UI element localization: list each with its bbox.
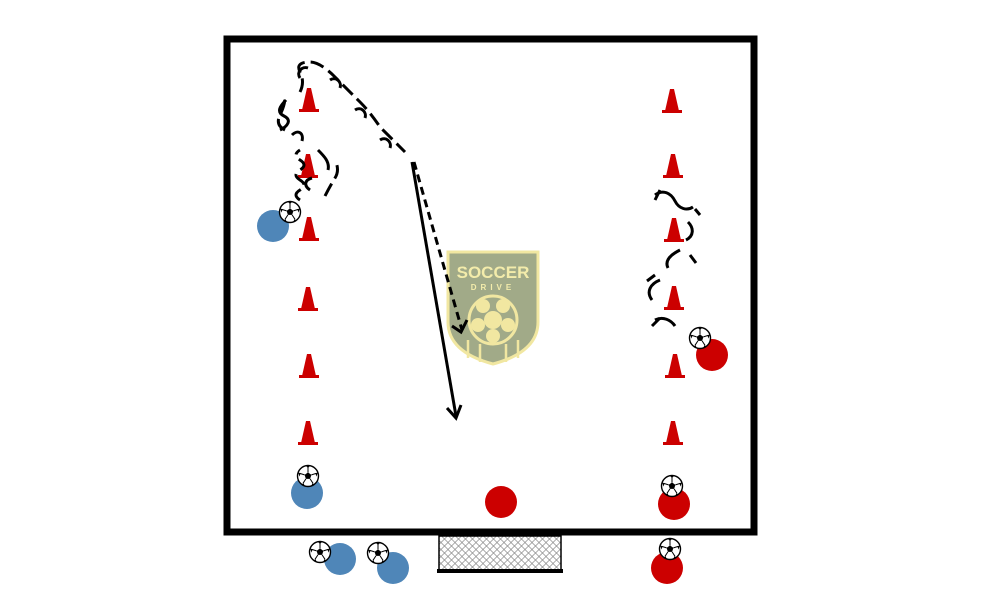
player-icon bbox=[651, 552, 683, 584]
dribble-path-left-squiggle bbox=[278, 66, 392, 192]
cone-icon bbox=[299, 88, 319, 112]
player-icon bbox=[485, 486, 517, 518]
cone-icon bbox=[663, 421, 683, 445]
cone-icon bbox=[664, 286, 684, 310]
cone-icon bbox=[299, 217, 319, 241]
player-icon bbox=[291, 477, 323, 509]
goal-icon bbox=[437, 535, 563, 573]
soccer-ball-icon bbox=[296, 464, 320, 488]
soccer-ball-icon bbox=[308, 540, 332, 564]
cone-icon bbox=[298, 287, 318, 311]
dribble-path-right bbox=[647, 190, 694, 327]
dribble-path-right-dashes bbox=[646, 189, 702, 328]
cone-icon bbox=[663, 154, 683, 178]
pass-arrow bbox=[410, 161, 458, 417]
player-icon bbox=[658, 488, 690, 520]
soccer-ball-icon bbox=[278, 200, 302, 224]
run-arrow bbox=[412, 161, 464, 331]
cone-icon bbox=[299, 354, 319, 378]
dribble-path-left bbox=[276, 60, 407, 202]
cone-icon bbox=[664, 218, 684, 242]
cone-icon bbox=[298, 154, 318, 178]
soccer-ball-icon bbox=[688, 326, 712, 350]
arrow-icon bbox=[445, 404, 463, 421]
soccer-ball-icon bbox=[660, 474, 684, 498]
cone-icon bbox=[665, 354, 685, 378]
arrow-icon bbox=[451, 319, 469, 335]
soccer-drive-logo: SOCCER DRIVE bbox=[446, 250, 540, 366]
cone-icon bbox=[298, 421, 318, 445]
logo-word: SOCCER bbox=[457, 263, 530, 282]
field-boundary bbox=[223, 35, 758, 536]
soccer-ball-icon bbox=[658, 537, 682, 561]
logo-sub: DRIVE bbox=[471, 283, 515, 292]
soccer-ball-icon bbox=[366, 541, 390, 565]
cone-icon bbox=[662, 89, 682, 113]
player-icon bbox=[324, 543, 356, 575]
